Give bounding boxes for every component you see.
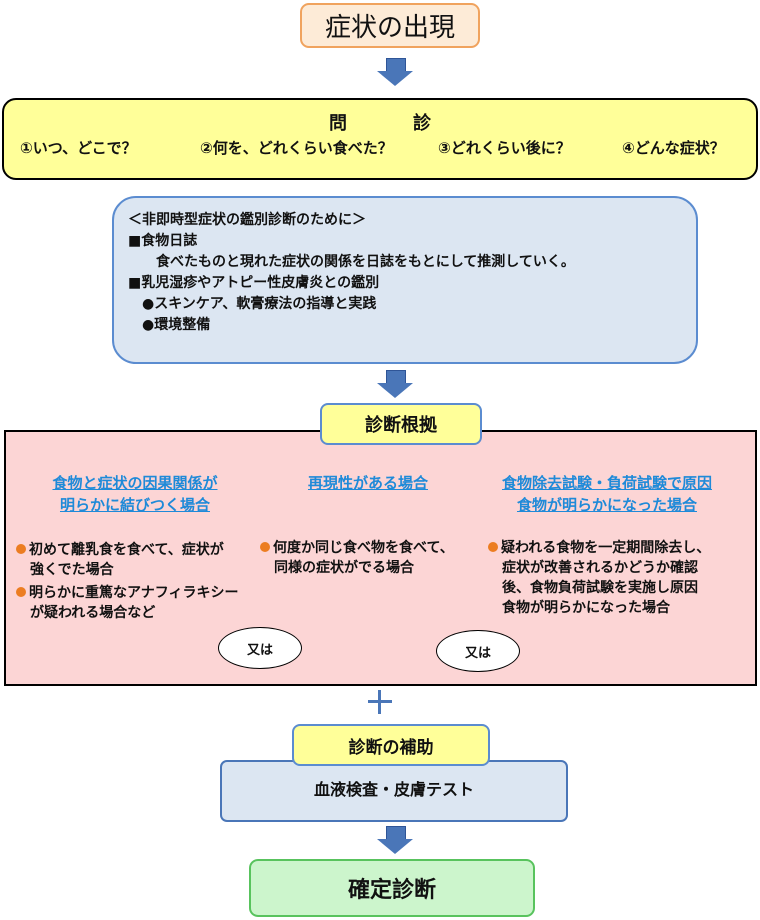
symptom-onset-box: 症状の出現 [300,3,480,48]
eczema-differential-title: ■乳児湿疹やアトピー性皮膚炎との鑑別 [128,275,380,291]
diagnostic-basis-text: 診断根拠 [365,415,437,436]
question-1: ①いつ、どこで？ [20,139,137,157]
diagnostic-basis-label: 診断根拠 [320,403,482,445]
reproducibility-heading: 再現性がある場合 [307,474,428,492]
question-3: ③どれくらい後に？ [438,139,571,157]
or-connector-2: 又は [436,630,520,672]
diagnostic-aid-text: 診断の補助 [348,737,434,758]
orange-bullet-icon [260,542,270,552]
blood-skin-test-text: 血液検査・皮膚テスト [313,780,474,799]
interview-title: 問 診 [329,113,455,134]
down-arrow-icon [377,58,413,86]
down-arrow-icon [377,370,413,398]
plus-icon [368,690,392,714]
first-weaning-food-bullet: 初めて離乳食を食べて、症状が 強くでた場合 [16,540,224,580]
causal-relation-heading: 食物と症状の因果関係が 明らかに結びつく場合 [52,474,218,514]
non-immediate-heading: ＜非即時型症状の鑑別診断のために＞ [128,212,366,228]
diagnostic-aid-box: 血液検査・皮膚テスト [220,760,568,822]
definitive-diagnosis-label: 確定診断 [347,878,436,903]
question-4: ④どんな症状？ [622,139,725,157]
definitive-diagnosis-box: 確定診断 [249,859,535,917]
symptom-onset-label: 症状の出現 [324,13,455,43]
down-arrow-icon [377,826,413,854]
repeat-reaction-bullet: 何度か同じ食べ物を食べて、 同様の症状がでる場合 [260,538,454,578]
orange-bullet-icon [488,542,498,552]
skincare-guidance: ●スキンケア、軟膏療法の指導と実践 [142,296,377,312]
elimination-challenge-bullet: 疑われる食物を一定期間除去し、 症状が改善されるかどうか確認 後、食物負荷試験を… [488,538,710,618]
environment-maintenance: ●環境整備 [142,317,211,333]
diagnostic-basis-box: 食物と症状の因果関係が 明らかに結びつく場合 再現性がある場合 食物除去試験・負… [4,430,757,686]
elimination-test-heading: 食物除去試験・負荷試験で原因 食物が明らかになった場合 [501,474,712,514]
or-connector-1: 又は [218,627,302,669]
non-immediate-differential-box: ＜非即時型症状の鑑別診断のために＞ ■食物日誌 食べたものと現れた症状の関係を日… [112,196,698,364]
question-2: ②何を、どれくらい食べた？ [200,139,393,157]
orange-bullet-icon [16,587,26,597]
food-diary-description: 食べたものと現れた症状の関係を日誌をもとにして推測していく。 [156,254,575,270]
food-diary-title: ■食物日誌 [128,233,198,249]
diagnostic-aid-label: 診断の補助 [292,724,490,766]
orange-bullet-icon [16,544,26,554]
anaphylaxis-bullet: 明らかに重篤なアナフィラキシー が疑われる場合など [16,583,238,623]
interview-box: 問 診 ①いつ、どこで？ ②何を、どれくらい食べた？ ③どれくらい後に？ ④どん… [2,98,758,180]
